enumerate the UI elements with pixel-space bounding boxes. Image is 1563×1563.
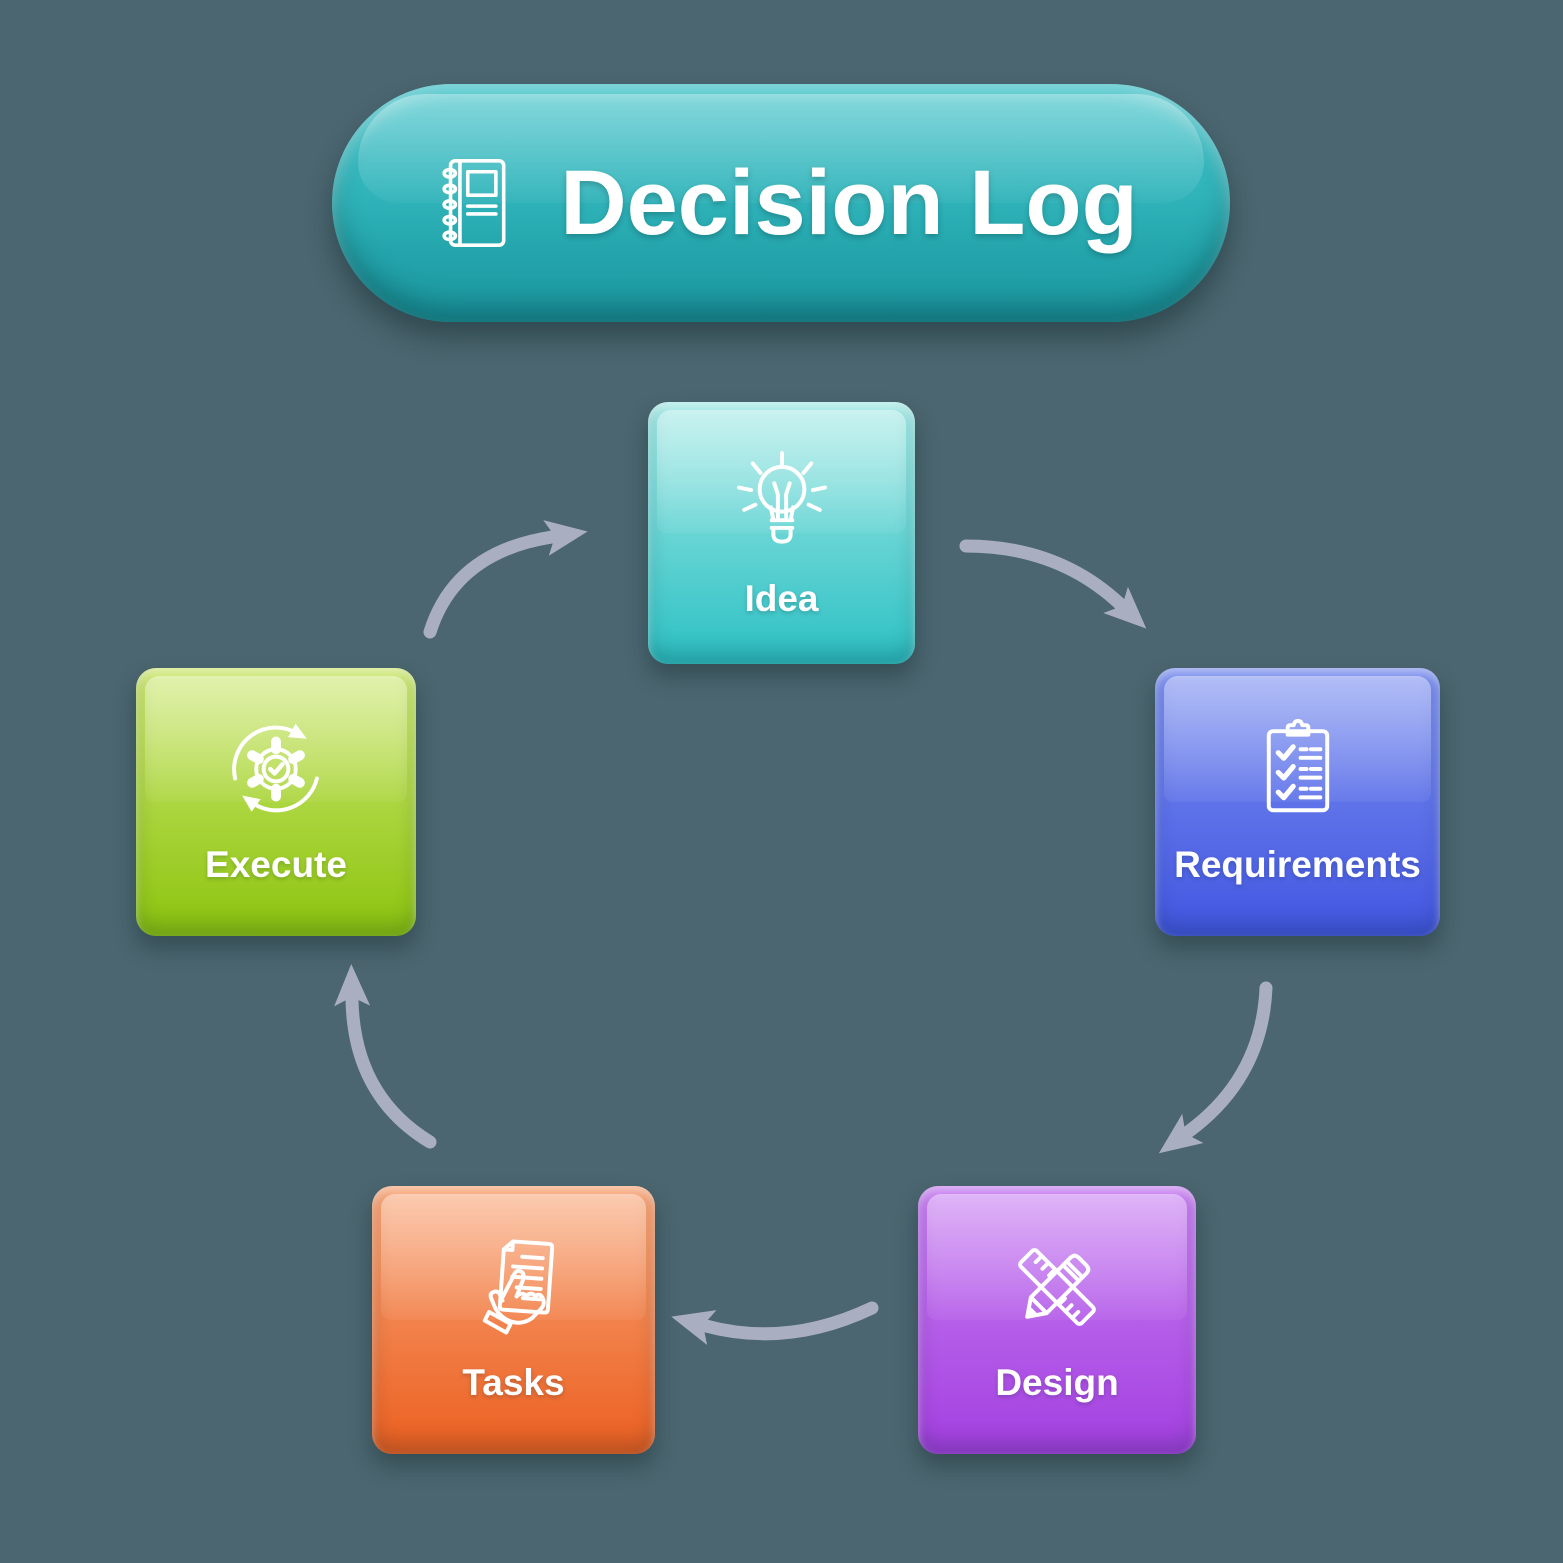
clipboard-checklist-icon: [1243, 714, 1353, 824]
pencil-ruler-icon: [1002, 1232, 1112, 1342]
node-idea: Idea: [648, 402, 915, 664]
node-execute: Execute: [136, 668, 416, 936]
lightbulb-icon: [727, 448, 837, 558]
notebook-icon: [424, 144, 524, 262]
node-label: Execute: [205, 844, 347, 885]
node-label: Requirements: [1174, 844, 1421, 885]
node-label: Tasks: [462, 1362, 565, 1403]
arrow-design-to-tasks: [671, 1301, 879, 1345]
node-design: Design: [918, 1186, 1196, 1454]
gear-sync-icon: [221, 714, 331, 824]
node-requirements: Requirements: [1155, 668, 1440, 936]
arrow-execute-to-idea: [423, 520, 588, 639]
node-tasks: Tasks: [372, 1186, 655, 1454]
arrow-tasks-to-execute: [334, 964, 437, 1149]
page-title: Decision Log: [560, 151, 1138, 254]
arrow-idea-to-requirements: [959, 539, 1147, 629]
title-pill: Decision Log: [332, 84, 1230, 322]
node-label: Idea: [744, 578, 819, 619]
node-label: Design: [995, 1362, 1119, 1403]
arrow-requirements-to-design: [1158, 981, 1273, 1154]
document-hand-icon: [459, 1232, 569, 1342]
